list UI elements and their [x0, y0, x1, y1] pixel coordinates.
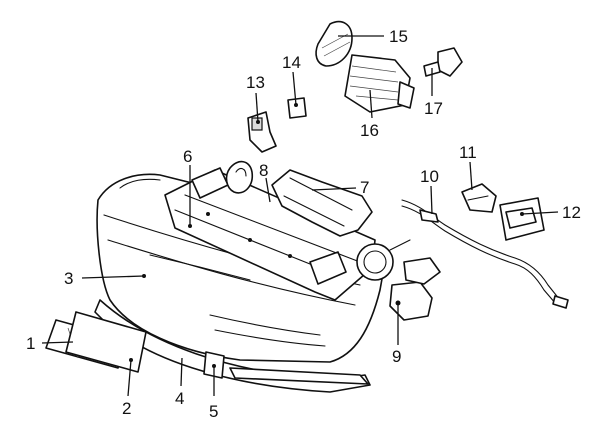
callout-13: 13 [246, 73, 265, 92]
callout-10: 10 [420, 167, 439, 186]
callout-2: 2 [122, 399, 131, 418]
bulb-socket [423, 47, 463, 77]
callout-7: 7 [360, 178, 369, 197]
hose-clip [461, 183, 497, 213]
callout-17: 17 [424, 99, 443, 118]
callout-15: 15 [389, 27, 408, 46]
bracket-plate [499, 197, 545, 241]
headlamp-lens [315, 20, 353, 67]
mounting-bracket [225, 160, 254, 194]
callout-8: 8 [259, 161, 268, 180]
plate-holder [65, 311, 147, 373]
impact-bar [164, 167, 376, 301]
retainer-clip [287, 97, 307, 119]
lower-spoiler-strip [94, 299, 371, 393]
callout-14: 14 [282, 53, 301, 72]
callout-4: 4 [175, 389, 184, 408]
callout-3: 3 [64, 269, 73, 288]
headlamp-housing [344, 54, 415, 113]
callout-5: 5 [209, 402, 218, 421]
leader-lines [41, 35, 559, 397]
callout-11: 11 [459, 143, 477, 162]
callout-9: 9 [392, 347, 401, 366]
fog-lamp-assembly [356, 239, 441, 321]
washer-hose [401, 199, 569, 309]
callout-16: 16 [360, 121, 379, 140]
callout-1: 1 [26, 334, 35, 353]
callout-6: 6 [183, 147, 192, 166]
fog-lamp-bracket [271, 169, 373, 237]
callout-12: 12 [562, 203, 581, 222]
side-bracket [247, 111, 277, 153]
callout-labels: 1 2 3 4 5 6 7 8 9 10 11 12 13 14 15 16 1… [26, 27, 581, 421]
